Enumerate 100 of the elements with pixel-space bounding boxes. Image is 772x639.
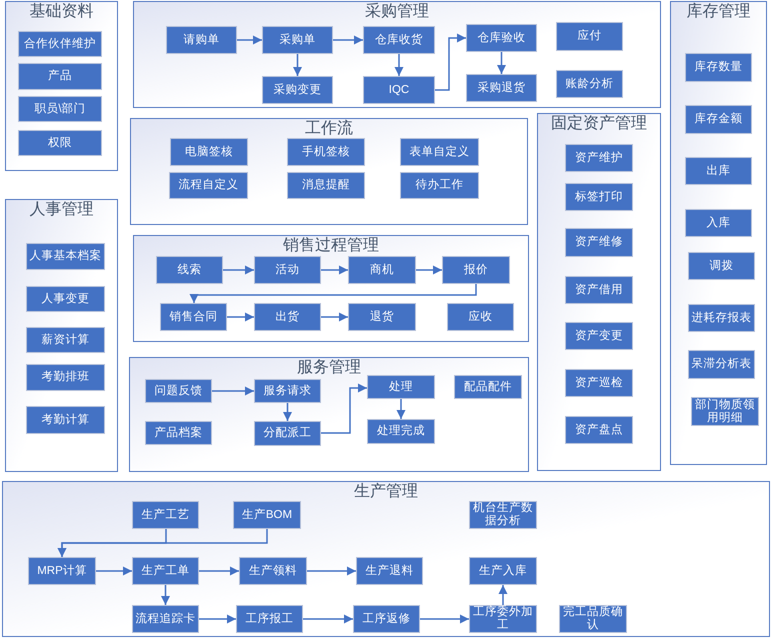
module-box: 活动 (254, 256, 321, 284)
section-panel (133, 235, 529, 342)
arrow (416, 266, 442, 274)
module-box: 部门物质领用明细 (691, 397, 759, 426)
module-box: IQC (363, 76, 435, 104)
module-box: 呆滞分析表 (688, 350, 755, 379)
arrow (498, 585, 508, 605)
module-box: 表单自定义 (400, 138, 479, 166)
module-box: 出货 (254, 303, 321, 331)
arrow (396, 399, 406, 419)
arrow (283, 403, 292, 421)
module-box: 工序报工 (236, 605, 303, 633)
module-box: 采购变更 (262, 76, 333, 104)
module-box: 人事变更 (26, 286, 105, 312)
module-box: MRP计算 (28, 557, 96, 585)
module-box: 问题反馈 (145, 379, 212, 403)
module-box: 应收 (447, 303, 514, 331)
arrow (161, 585, 170, 605)
module-box: 生产BOM (233, 501, 301, 529)
module-box: 进耗存报表 (688, 304, 755, 332)
module-box: 销售合同 (160, 303, 227, 331)
module-box: 机台生产数据分析 (469, 501, 537, 529)
section-panel (537, 113, 661, 471)
module-box: 分配派工 (254, 421, 321, 446)
arrow (420, 614, 469, 624)
section-title: 人事管理 (30, 201, 94, 218)
arrow (237, 36, 262, 44)
arrow (223, 266, 254, 274)
module-box: 报价 (442, 256, 510, 284)
module-box: 库存金额 (685, 105, 752, 134)
module-box: 工序委外加工 (469, 605, 537, 633)
module-box: 消息提醒 (287, 172, 365, 199)
module-box: 电脑签核 (170, 138, 248, 166)
arrow (394, 54, 404, 76)
arrow (497, 52, 506, 74)
module-box: 标签打印 (565, 183, 633, 211)
module-box: 生产工单 (132, 557, 199, 585)
module-box: 退货 (348, 303, 416, 331)
module-box: 待办工作 (400, 172, 479, 199)
module-box: 资产维修 (565, 228, 633, 257)
section-panel (2, 481, 770, 637)
module-box: 工序返修 (353, 605, 420, 633)
section-panel (130, 118, 528, 225)
module-box: 入库 (685, 209, 752, 237)
module-box: 出库 (685, 157, 752, 185)
module-box: 资产借用 (565, 276, 633, 304)
module-box: 资产盘点 (565, 416, 633, 444)
module-box: 生产退料 (356, 557, 423, 585)
module-box: 仓库验收 (466, 24, 537, 52)
arrow (303, 614, 353, 624)
section-title: 生产管理 (354, 483, 418, 500)
module-box: 生产入库 (469, 557, 537, 585)
module-box: 商机 (348, 256, 416, 284)
module-box: 考勤排班 (26, 364, 105, 391)
module-box: 流程自定义 (169, 172, 248, 199)
arrow (321, 266, 348, 274)
module-box: 权限 (18, 130, 102, 156)
module-box: 处理完成 (367, 419, 435, 444)
module-box: 配品配件 (454, 375, 522, 399)
module-box: 采购退货 (466, 74, 537, 102)
module-box: 职员\部门 (18, 96, 102, 122)
module-box: 请购单 (166, 26, 237, 54)
arrow (199, 614, 236, 624)
module-box: 产品档案 (145, 421, 212, 445)
module-box: 完工品质确认 (559, 605, 627, 633)
section-title: 固定资产管理 (551, 115, 647, 132)
module-box: 调拨 (688, 252, 755, 280)
module-box: 手机签核 (287, 138, 365, 166)
module-box: 生产工艺 (132, 501, 199, 529)
module-box: 考勤计算 (26, 406, 105, 434)
module-box: 生产领料 (239, 557, 307, 585)
section-title: 服务管理 (297, 359, 361, 376)
module-box: 人事基本档案 (26, 243, 105, 270)
arrow (333, 36, 363, 44)
arrow (58, 529, 268, 557)
section-title: 销售过程管理 (283, 237, 379, 254)
section-title: 库存管理 (686, 3, 750, 20)
arrow (96, 566, 132, 576)
module-box: 线索 (156, 256, 223, 284)
module-box: 处理 (367, 375, 435, 399)
arrow (435, 34, 466, 91)
module-box: 资产维护 (565, 144, 633, 172)
module-box: 服务请求 (254, 379, 321, 403)
arrow (293, 54, 302, 76)
arrow (307, 566, 356, 576)
section-panel (129, 357, 529, 472)
module-box: 账龄分析 (556, 70, 623, 98)
module-box: 资产巡检 (565, 369, 633, 397)
module-box: 采购单 (262, 26, 333, 54)
module-box: 产品 (18, 63, 102, 90)
arrow (321, 384, 367, 434)
module-box: 资产变更 (565, 322, 633, 350)
arrow (321, 312, 348, 322)
section-title: 采购管理 (365, 3, 429, 20)
arrow (199, 566, 239, 576)
module-box: 薪资计算 (26, 327, 105, 353)
module-box: 流程追踪卡 (132, 605, 199, 633)
section-title: 基础资料 (30, 3, 94, 20)
section-panel (133, 1, 661, 108)
arrow (227, 312, 254, 322)
